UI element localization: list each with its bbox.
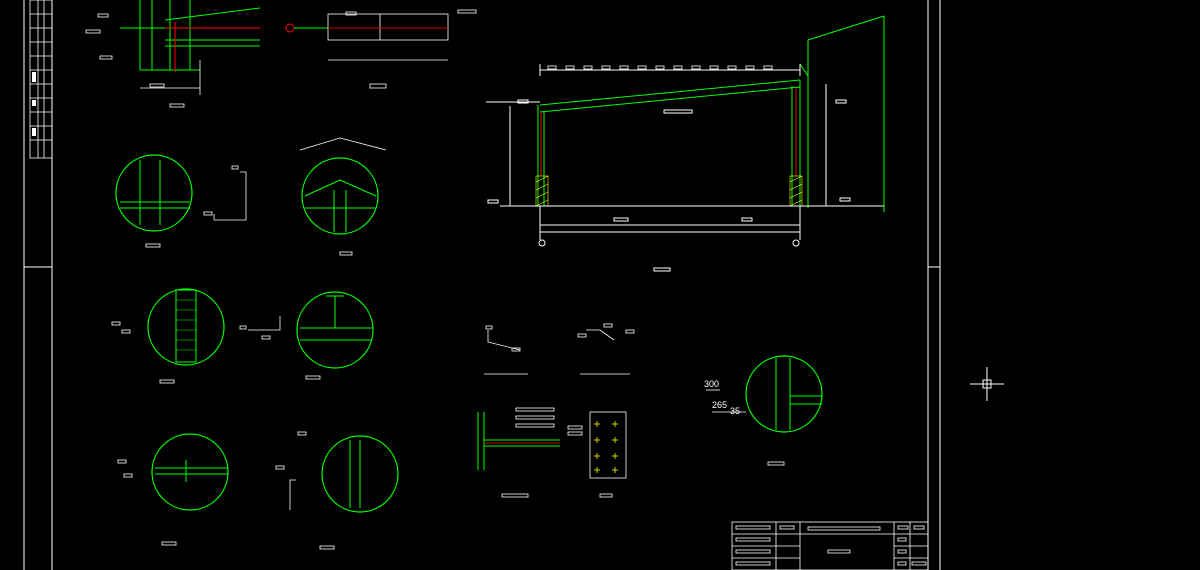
dimension-300: 300 <box>704 379 719 389</box>
detail-profile-2 <box>239 316 281 340</box>
sheet-frame <box>23 0 941 570</box>
detail-circle-2 <box>299 137 387 256</box>
dimension-35: 35 <box>730 406 740 416</box>
detail-gutter-1 <box>484 325 528 375</box>
detail-gutter-2 <box>577 323 635 375</box>
detail-profile-1 <box>203 165 247 221</box>
detail-top-left <box>85 0 261 108</box>
detail-circle-4 <box>296 291 374 380</box>
detail-circle-3 <box>111 288 225 384</box>
detail-circle-5 <box>117 433 229 546</box>
crosshair-cursor-icon <box>970 367 1004 401</box>
title-block <box>731 521 929 570</box>
detail-circle-1 <box>115 154 193 248</box>
detail-eave-section <box>477 407 583 498</box>
detail-bolt-plate <box>589 411 627 498</box>
detail-top-section <box>285 9 477 89</box>
detail-circle-7: 300 265 35 <box>704 355 823 466</box>
detail-circle-6 <box>275 431 399 550</box>
revision-strip <box>29 0 53 159</box>
dimension-265: 265 <box>712 400 727 410</box>
main-elevation <box>486 15 885 272</box>
